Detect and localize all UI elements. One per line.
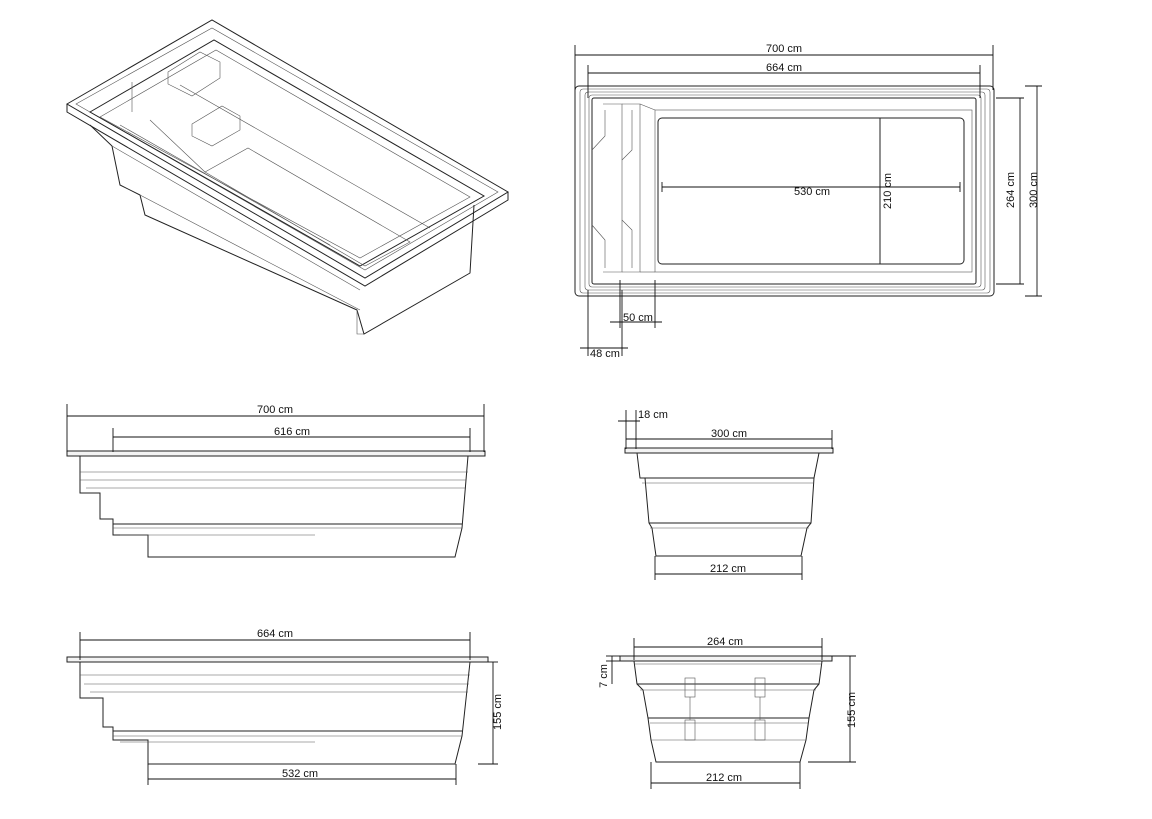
- short-section-view: 264 cm 7 cm 155 cm 212 cm: [598, 636, 858, 789]
- dim-700cm-side: 700 cm: [257, 404, 293, 416]
- dim-664cm-section: 664 cm: [257, 628, 293, 640]
- short-side-view: 18 cm 300 cm 212 cm: [618, 409, 834, 580]
- dim-7cm: 7 cm: [598, 664, 610, 688]
- dim-155cm-short: 155 cm: [846, 692, 858, 728]
- dim-155cm-long: 155 cm: [492, 694, 504, 730]
- dim-530cm: 530 cm: [794, 186, 830, 198]
- long-side-view: 700 cm 616 cm: [66, 404, 486, 558]
- dim-48cm: 48 cm: [590, 348, 620, 360]
- dim-50cm: 50 cm: [623, 312, 653, 324]
- dim-700cm: 700 cm: [766, 43, 802, 55]
- dim-18cm: 18 cm: [638, 409, 668, 421]
- dim-212cm-section: 212 cm: [706, 772, 742, 784]
- dim-300cm: 300 cm: [1028, 172, 1040, 208]
- long-section-view: 664 cm 155 cm 532 cm: [66, 628, 504, 785]
- dim-264cm-section: 264 cm: [707, 636, 743, 648]
- dim-212cm-side: 212 cm: [710, 563, 746, 575]
- dim-664cm: 664 cm: [766, 62, 802, 74]
- dim-210cm: 210 cm: [882, 173, 894, 209]
- dim-616cm: 616 cm: [274, 426, 310, 438]
- top-view: 700 cm 664 cm 530 cm 210 cm 264 cm 300 c…: [574, 43, 1042, 360]
- dim-264cm: 264 cm: [1005, 172, 1017, 208]
- isometric-view: [66, 19, 509, 335]
- dim-532cm: 532 cm: [282, 768, 318, 780]
- dim-300cm-side: 300 cm: [711, 428, 747, 440]
